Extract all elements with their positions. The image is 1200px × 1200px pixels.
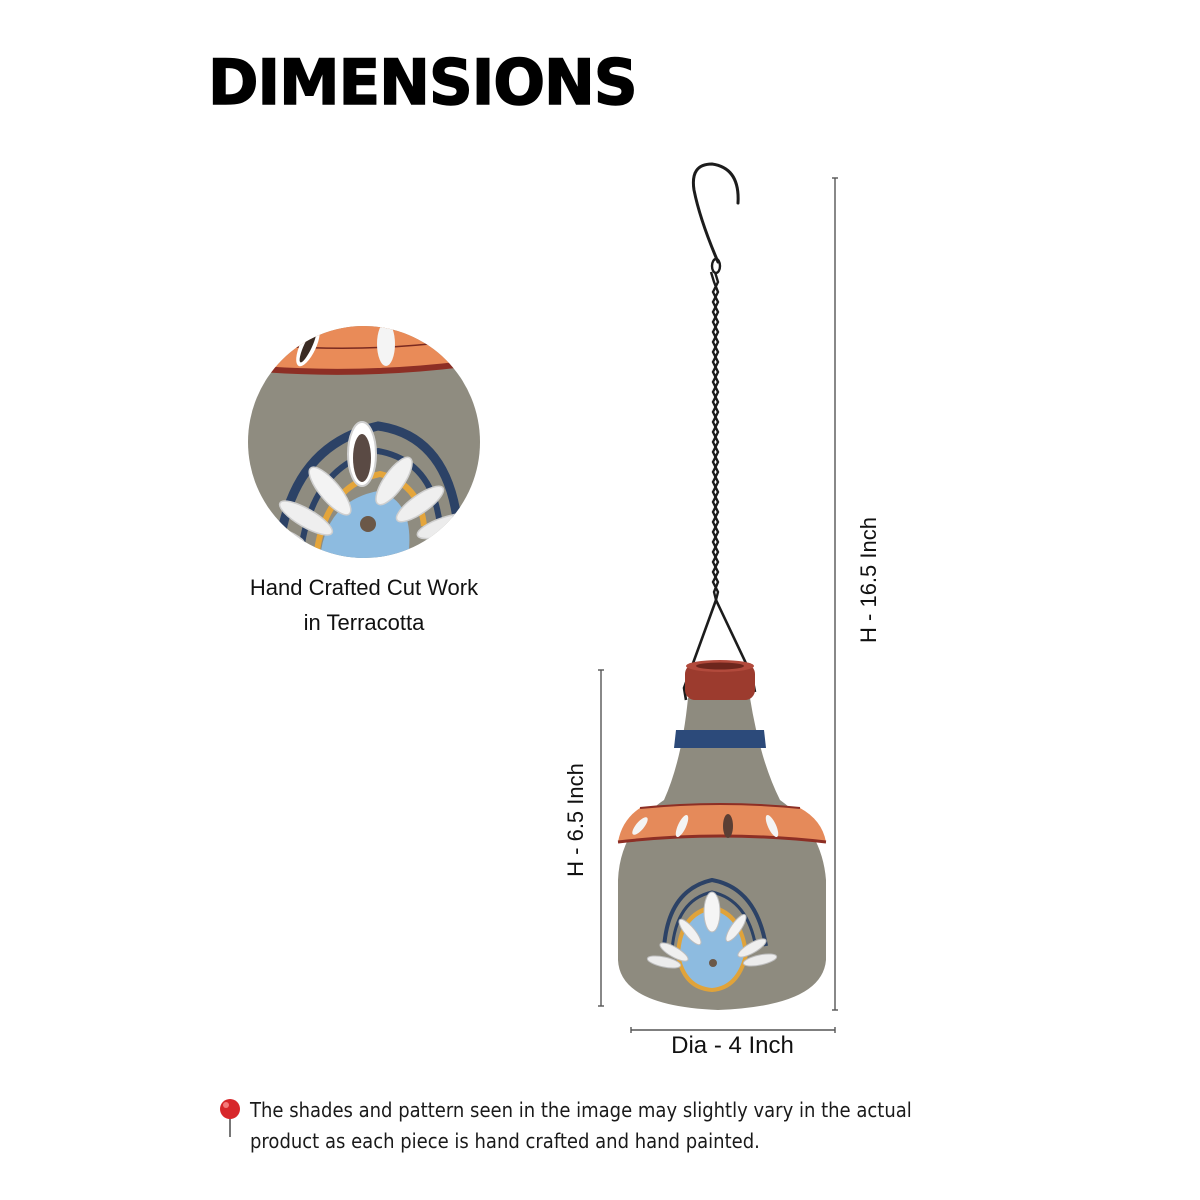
body-height-label: H - 6.5 Inch [563, 763, 588, 877]
diameter-label: Dia - 4 Inch [671, 1032, 794, 1059]
disclaimer-note: The shades and pattern seen in the image… [250, 1095, 1042, 1157]
cutwork-detail-image [248, 326, 480, 558]
note-line-2: product as each piece is hand crafted an… [250, 1129, 760, 1153]
lamp-body [617, 660, 827, 1010]
total-height-label: H - 16.5 Inch [856, 517, 881, 643]
detail-caption: Hand Crafted Cut Work in Terracotta [214, 570, 514, 640]
caption-line-2: in Terracotta [303, 610, 425, 635]
dimension-lines [598, 177, 838, 1033]
page-title: DIMENSIONS [207, 46, 638, 119]
caption-line-1: Hand Crafted Cut Work [249, 575, 479, 600]
note-line-1: The shades and pattern seen in the image… [250, 1098, 912, 1122]
hook-icon [691, 162, 740, 264]
chain [709, 257, 722, 601]
round-pushpin-icon [220, 1099, 240, 1137]
